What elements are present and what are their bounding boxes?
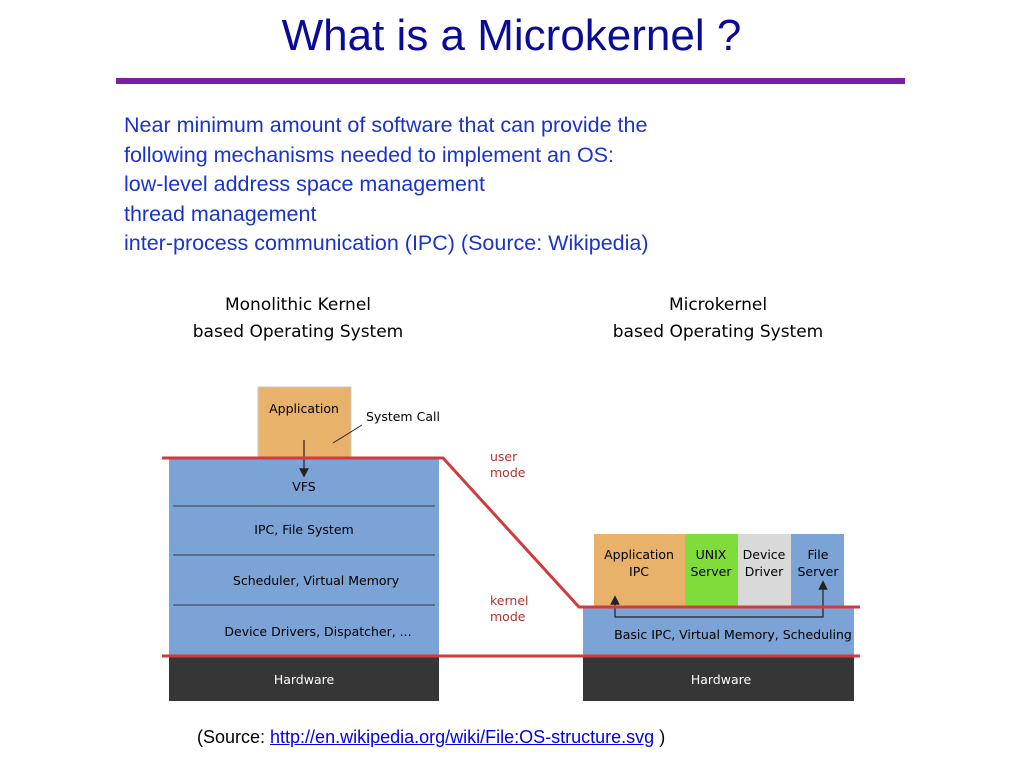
microkernel-title: Microkernel bbox=[669, 295, 767, 315]
layer-scheduler-vm: Scheduler, Virtual Memory bbox=[233, 573, 400, 588]
user-mode-label: mode bbox=[490, 465, 526, 480]
system-call-label: System Call bbox=[366, 409, 440, 424]
monolithic-kernel-block bbox=[169, 458, 439, 656]
user-kernel-boundary bbox=[162, 456, 860, 609]
source-link[interactable]: http://en.wikipedia.org/wiki/File:OS-str… bbox=[270, 727, 655, 747]
server-label: Server bbox=[798, 564, 840, 579]
server-label: Driver bbox=[745, 564, 784, 579]
definition-line: following mechanisms needed to implement… bbox=[124, 142, 614, 167]
source-citation: (Source: http://en.wikipedia.org/wiki/Fi… bbox=[197, 727, 665, 748]
monolithic-subtitle: based Operating System bbox=[193, 322, 404, 342]
server-label: IPC bbox=[629, 564, 649, 579]
system-call-pointer bbox=[332, 424, 363, 444]
monolithic-application-label: Application bbox=[269, 401, 339, 416]
monolithic-title: Monolithic Kernel bbox=[225, 295, 371, 315]
microkernel-subtitle: based Operating System bbox=[613, 322, 824, 342]
kernel-mode-label: mode bbox=[490, 609, 526, 624]
layer-vfs: VFS bbox=[292, 479, 316, 494]
definition-line: Near minimum amount of software that can… bbox=[124, 113, 648, 137]
server-label: Device bbox=[743, 547, 786, 562]
microkernel-hardware-label: Hardware bbox=[691, 672, 752, 687]
monolithic-hardware-label: Hardware bbox=[274, 672, 335, 687]
server-label: UNIX bbox=[696, 547, 727, 562]
user-mode-label: user bbox=[490, 449, 518, 464]
microkernel-core-block bbox=[583, 607, 854, 656]
title-divider bbox=[116, 78, 905, 84]
server-label: Server bbox=[691, 564, 733, 579]
definition-line: low-level address space management bbox=[124, 172, 485, 196]
layer-ipc-file-system: IPC, File System bbox=[254, 522, 353, 537]
definition-text: Near minimum amount of software that can… bbox=[124, 111, 884, 259]
monolithic-hardware-block bbox=[169, 657, 439, 701]
definition-line: inter-process communication (IPC) (Sourc… bbox=[124, 231, 649, 255]
definition-line: thread management bbox=[124, 201, 317, 226]
server-label: Application bbox=[604, 547, 674, 562]
microkernel-hardware-block bbox=[583, 657, 854, 701]
server-label: File bbox=[808, 547, 829, 562]
microkernel-core-label: Basic IPC, Virtual Memory, Scheduling bbox=[614, 627, 852, 642]
source-suffix: ) bbox=[654, 727, 666, 747]
source-prefix: (Source: bbox=[197, 727, 271, 747]
layer-device-drivers: Device Drivers, Dispatcher, ... bbox=[224, 624, 411, 639]
slide-title: What is a Microkernel ? bbox=[281, 11, 742, 60]
kernel-mode-label: kernel bbox=[490, 593, 529, 608]
